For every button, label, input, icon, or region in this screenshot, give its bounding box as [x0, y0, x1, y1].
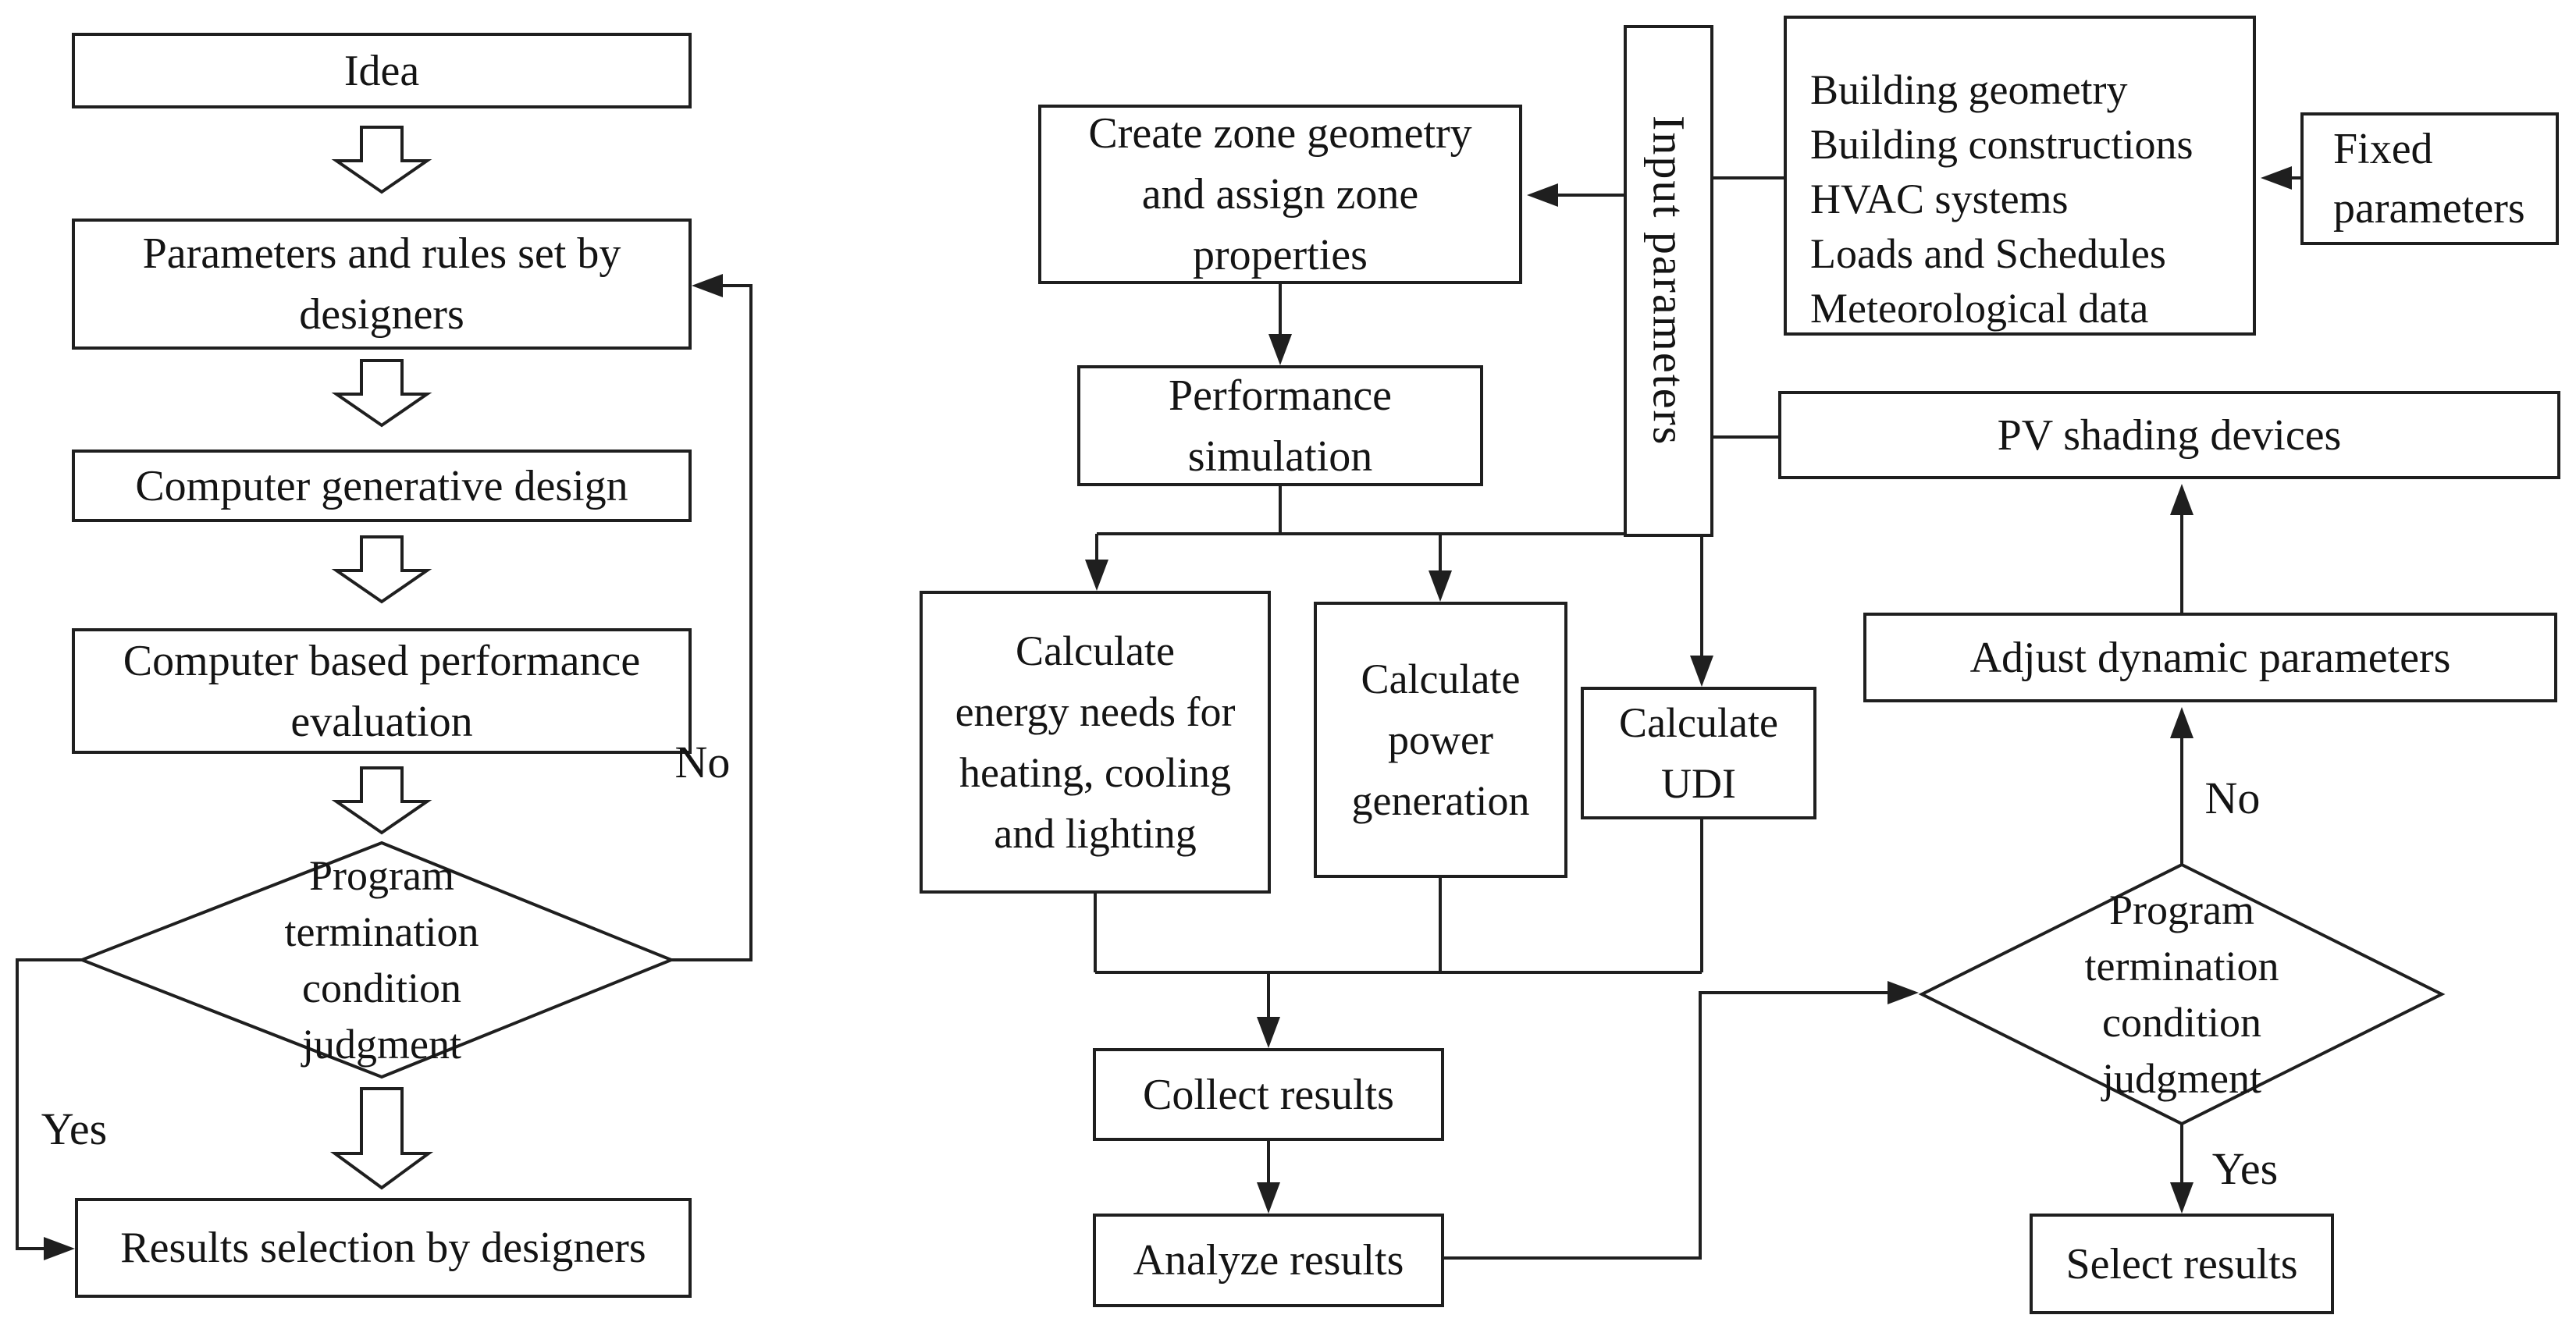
node-generative-design: Computer generative design	[72, 450, 692, 522]
node-analyze-results: Analyze results	[1093, 1214, 1444, 1307]
node-results-selection-label: Results selection by designers	[120, 1224, 646, 1272]
arrowhead-into-perf	[1268, 334, 1292, 365]
node-results-selection: Results selection by designers	[75, 1198, 692, 1298]
arrowhead-into-select	[2170, 1182, 2194, 1214]
arrowhead-into-bigbox	[2261, 166, 2292, 190]
edge-label-no-right: No	[2204, 773, 2261, 823]
node-adjust-dynamic-parameters: Adjust dynamic parameters	[1863, 613, 2557, 702]
edge-label-yes-right: Yes	[2211, 1143, 2279, 1194]
node-calculate-power: Calculate power generation	[1314, 602, 1567, 878]
decision-left-text: Program termination condition judgment	[284, 852, 479, 1068]
edge-label-no-left: No	[674, 737, 731, 787]
node-performance-simulation: Performance simulation	[1077, 365, 1483, 486]
edge-left-no-loop	[671, 284, 753, 961]
edge-label-yes-left: Yes	[41, 1103, 108, 1154]
node-performance-evaluation: Computer based performance evaluation	[72, 628, 692, 754]
node-calculate-energy: Calculate energy needs for heating, cool…	[920, 591, 1271, 894]
arrowhead-into-pv	[2170, 484, 2194, 515]
arrowhead-into-results	[44, 1237, 75, 1260]
edge-left-yes-loop	[16, 958, 82, 1250]
node-create-zone: Create zone geometry and assign zone pro…	[1038, 105, 1522, 284]
hollow-arrow-idea-to-params	[331, 126, 432, 194]
node-performance-evaluation-label: Computer based performance	[123, 636, 641, 685]
node-input-parameters: Input parameters	[1624, 25, 1713, 537]
hollow-arrow-decision-to-results	[329, 1087, 434, 1190]
node-pv-shading-devices: PV shading devices	[1778, 391, 2560, 479]
node-fixed-parameters: Fixed parameters	[2300, 112, 2559, 245]
arrowhead-into-power	[1429, 570, 1452, 602]
arrowhead-into-udi	[1690, 656, 1713, 687]
decision-diamond-left	[77, 840, 676, 1079]
node-idea: Idea	[72, 33, 692, 108]
node-parameters-rules-label: designers	[299, 290, 464, 339]
arrowhead-into-params	[692, 274, 723, 297]
node-input-data-list: Building geometry Building constructions…	[1784, 16, 2256, 336]
node-calculate-udi: Calculate UDI	[1581, 687, 1816, 819]
node-input-parameters-label: Input parameters	[1643, 115, 1695, 446]
node-collect-results: Collect results	[1093, 1048, 1444, 1141]
hollow-arrow-generative-to-evaluation	[331, 535, 432, 604]
node-select-results: Select results	[2030, 1214, 2334, 1314]
node-performance-evaluation-label: evaluation	[290, 697, 473, 746]
node-parameters-rules-label: Parameters and rules set by	[142, 229, 621, 278]
hollow-arrow-evaluation-to-decision	[331, 766, 432, 835]
arrowhead-into-analyze	[1257, 1182, 1280, 1214]
hollow-arrow-params-to-generative	[331, 359, 432, 428]
decision-right-text: Program termination condition judgment	[2084, 887, 2279, 1102]
arrowhead-into-adjust	[2170, 707, 2194, 738]
edge-analyze-to-decision	[1444, 991, 1912, 1260]
node-parameters-rules: Parameters and rules set by designers	[72, 219, 692, 350]
arrowhead-into-energy	[1085, 560, 1108, 591]
node-idea-label: Idea	[343, 46, 420, 95]
arrowhead-into-create	[1527, 183, 1558, 207]
node-generative-design-label: Computer generative design	[135, 461, 628, 510]
arrowhead-into-decision-right	[1888, 981, 1919, 1004]
arrowhead-into-collect	[1257, 1017, 1280, 1048]
